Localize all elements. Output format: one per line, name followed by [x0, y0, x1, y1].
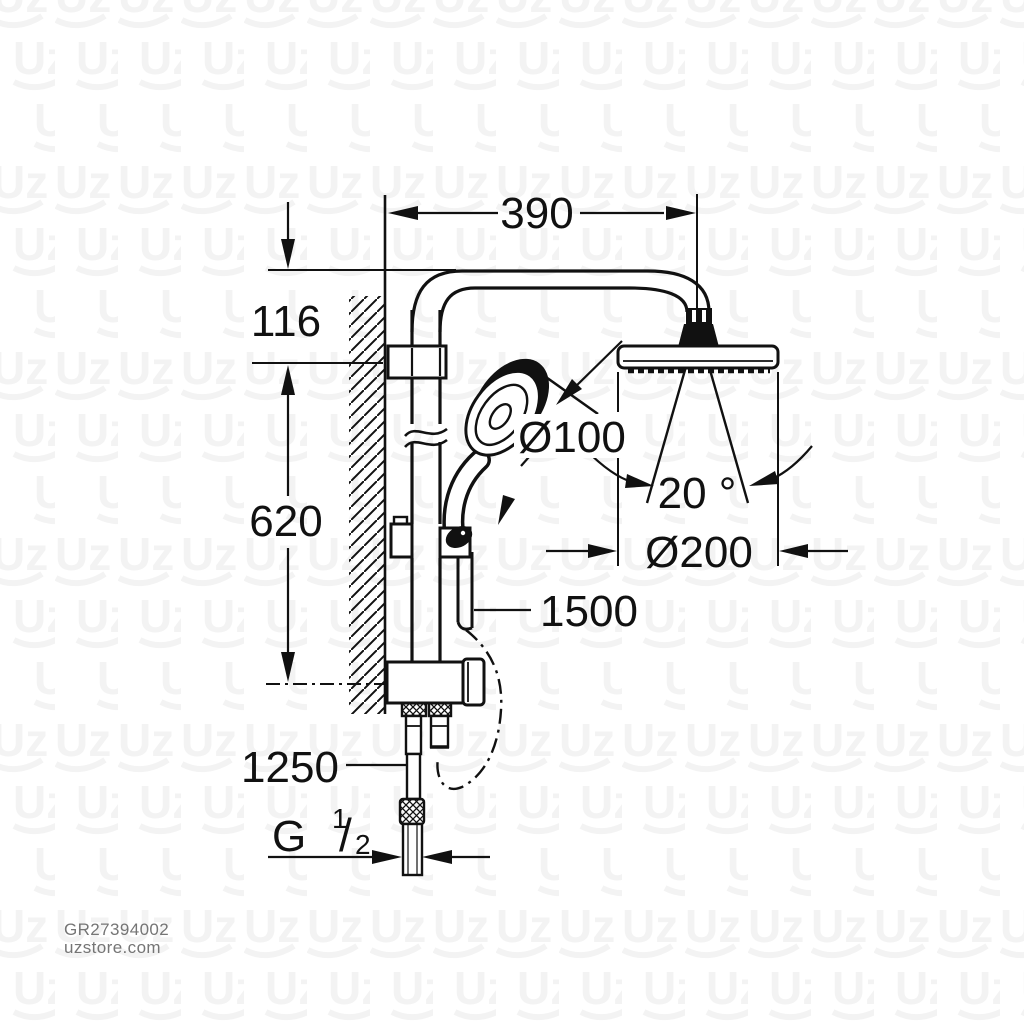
hand-shower-hose	[456, 552, 474, 631]
hose-outlet	[429, 714, 450, 749]
hose-nut	[398, 797, 426, 826]
dim-d100-label: Ø100	[518, 413, 626, 462]
dim-390-label: 390	[500, 189, 573, 238]
connection-nut	[400, 701, 428, 718]
dim-20deg-label: 20 °	[658, 469, 737, 518]
dim-g-slash: /	[339, 809, 352, 861]
head-shower	[616, 308, 780, 374]
diverter-valve	[385, 657, 486, 877]
product-code: GR27394002	[64, 920, 170, 939]
dim-g-denominator: 2	[355, 829, 371, 860]
connection-nut	[427, 701, 453, 718]
dim-g-numerator: 1	[332, 803, 348, 834]
dim-1250-label: 1250	[241, 743, 339, 792]
handle-end	[445, 525, 473, 549]
store-name: uzstore.com	[64, 938, 161, 957]
supply-pipe	[401, 822, 424, 877]
diverter-knob	[461, 657, 486, 707]
dimension-arrowheads	[281, 206, 808, 864]
footer: GR27394002 uzstore.com	[64, 921, 169, 957]
dim-g-label: G	[272, 812, 306, 861]
dim-1500-label: 1500	[540, 587, 638, 636]
dim-d200-label: Ø200	[645, 528, 753, 577]
ball-joint	[678, 308, 719, 347]
wall-bracket	[386, 344, 448, 380]
reference-lines	[252, 269, 456, 685]
pipe-break-symbol	[404, 427, 448, 437]
hose-loop-phantom	[436, 629, 503, 791]
shower-arm	[410, 269, 711, 333]
wall-hatching	[349, 195, 387, 714]
rail-glider	[389, 515, 473, 559]
dim-620-label: 620	[249, 497, 322, 546]
dim-116-label: 116	[251, 297, 321, 346]
dimension-labels: 390 116 620 1250 1500 Ø100 Ø200 20 ° G 1…	[241, 189, 753, 861]
